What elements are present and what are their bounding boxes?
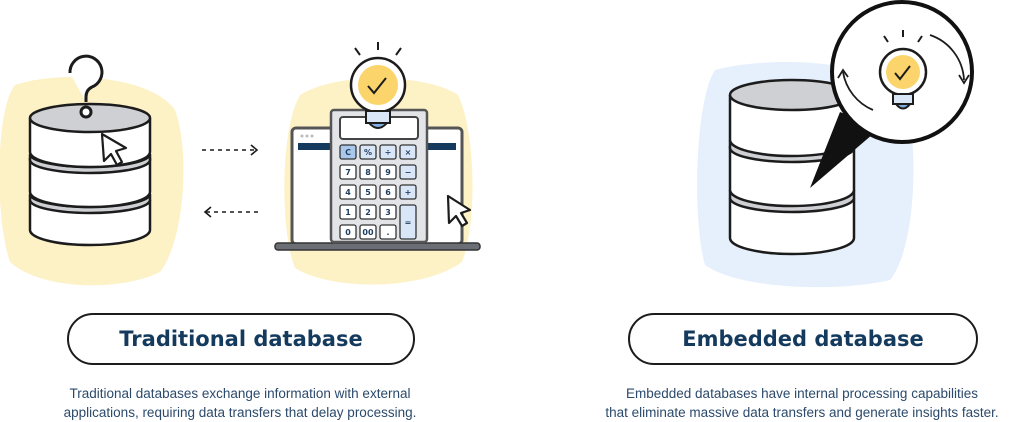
embedded-description-line2: that eliminate massive data transfers an… [605, 405, 999, 420]
calculator-key [339, 224, 357, 240]
calculator-key-label: 4 [345, 188, 351, 197]
cursor-icon [100, 132, 128, 167]
calculator-key-label: 3 [385, 208, 391, 217]
calculator-key [359, 204, 377, 220]
lightbulb-check-icon [349, 42, 407, 129]
question-mark-icon [68, 54, 104, 119]
calculator-key-label: + [405, 188, 412, 197]
cycle-arrows-icon [837, 34, 970, 111]
cursor-icon [446, 194, 472, 228]
calculator-key-label: 9 [385, 168, 391, 177]
traditional-title: Traditional database [119, 327, 363, 351]
calculator-key-label: 5 [365, 188, 371, 197]
traditional-description-line1: Traditional databases exchange informati… [69, 386, 411, 401]
calculator-key-label: C [345, 148, 351, 157]
calculator-key [379, 204, 397, 220]
traditional-database-label: Traditional database [67, 313, 415, 365]
calculator-key [399, 144, 417, 160]
calculator-key-label: × [405, 148, 412, 157]
calculator-key [339, 184, 357, 200]
embedded-database-label: Embedded database [628, 313, 978, 365]
calculator-key [359, 184, 377, 200]
calculator-key [339, 164, 357, 180]
calculator-key [359, 224, 377, 240]
calculator-key [399, 184, 417, 200]
calculator-key [359, 144, 377, 160]
calculator-key [339, 144, 357, 160]
calculator-key [359, 164, 377, 180]
calculator-key-label: 0 [345, 228, 351, 237]
calculator-key-label: 7 [345, 168, 351, 177]
traditional-description-line2: applications, requiring data transfers t… [63, 405, 417, 420]
calculator-key [399, 164, 417, 180]
calculator-key-label: 1 [345, 208, 351, 217]
calculator-key-label: % [364, 148, 372, 157]
calculator-key-label: ÷ [385, 148, 392, 157]
embedded-title: Embedded database [682, 327, 924, 351]
calculator-key-label: − [405, 168, 412, 177]
lightbulb-check-icon [878, 30, 928, 110]
calculator-key [399, 204, 417, 240]
calculator-key [379, 184, 397, 200]
arrow-left-dashed-icon [203, 206, 260, 218]
calculator-key-label: 8 [365, 168, 371, 177]
calculator-key [379, 144, 397, 160]
embedded-description-line1: Embedded databases have internal process… [626, 386, 978, 401]
traditional-description: Traditional databases exchange informati… [20, 384, 460, 422]
calculator-key [379, 224, 397, 240]
calculator-key-label: . [386, 228, 389, 237]
arrow-right-dashed-icon [202, 144, 259, 156]
calculator-key [379, 164, 397, 180]
database-icon [28, 102, 152, 247]
database-icon [728, 78, 856, 256]
calculator-key-label: 00 [362, 228, 374, 237]
calculator-key-label: = [405, 218, 412, 227]
calculator-key-label: 2 [365, 208, 371, 217]
embedded-description: Embedded databases have internal process… [582, 384, 1022, 422]
calculator-key-label: 6 [385, 188, 391, 197]
calculator-key [339, 204, 357, 220]
